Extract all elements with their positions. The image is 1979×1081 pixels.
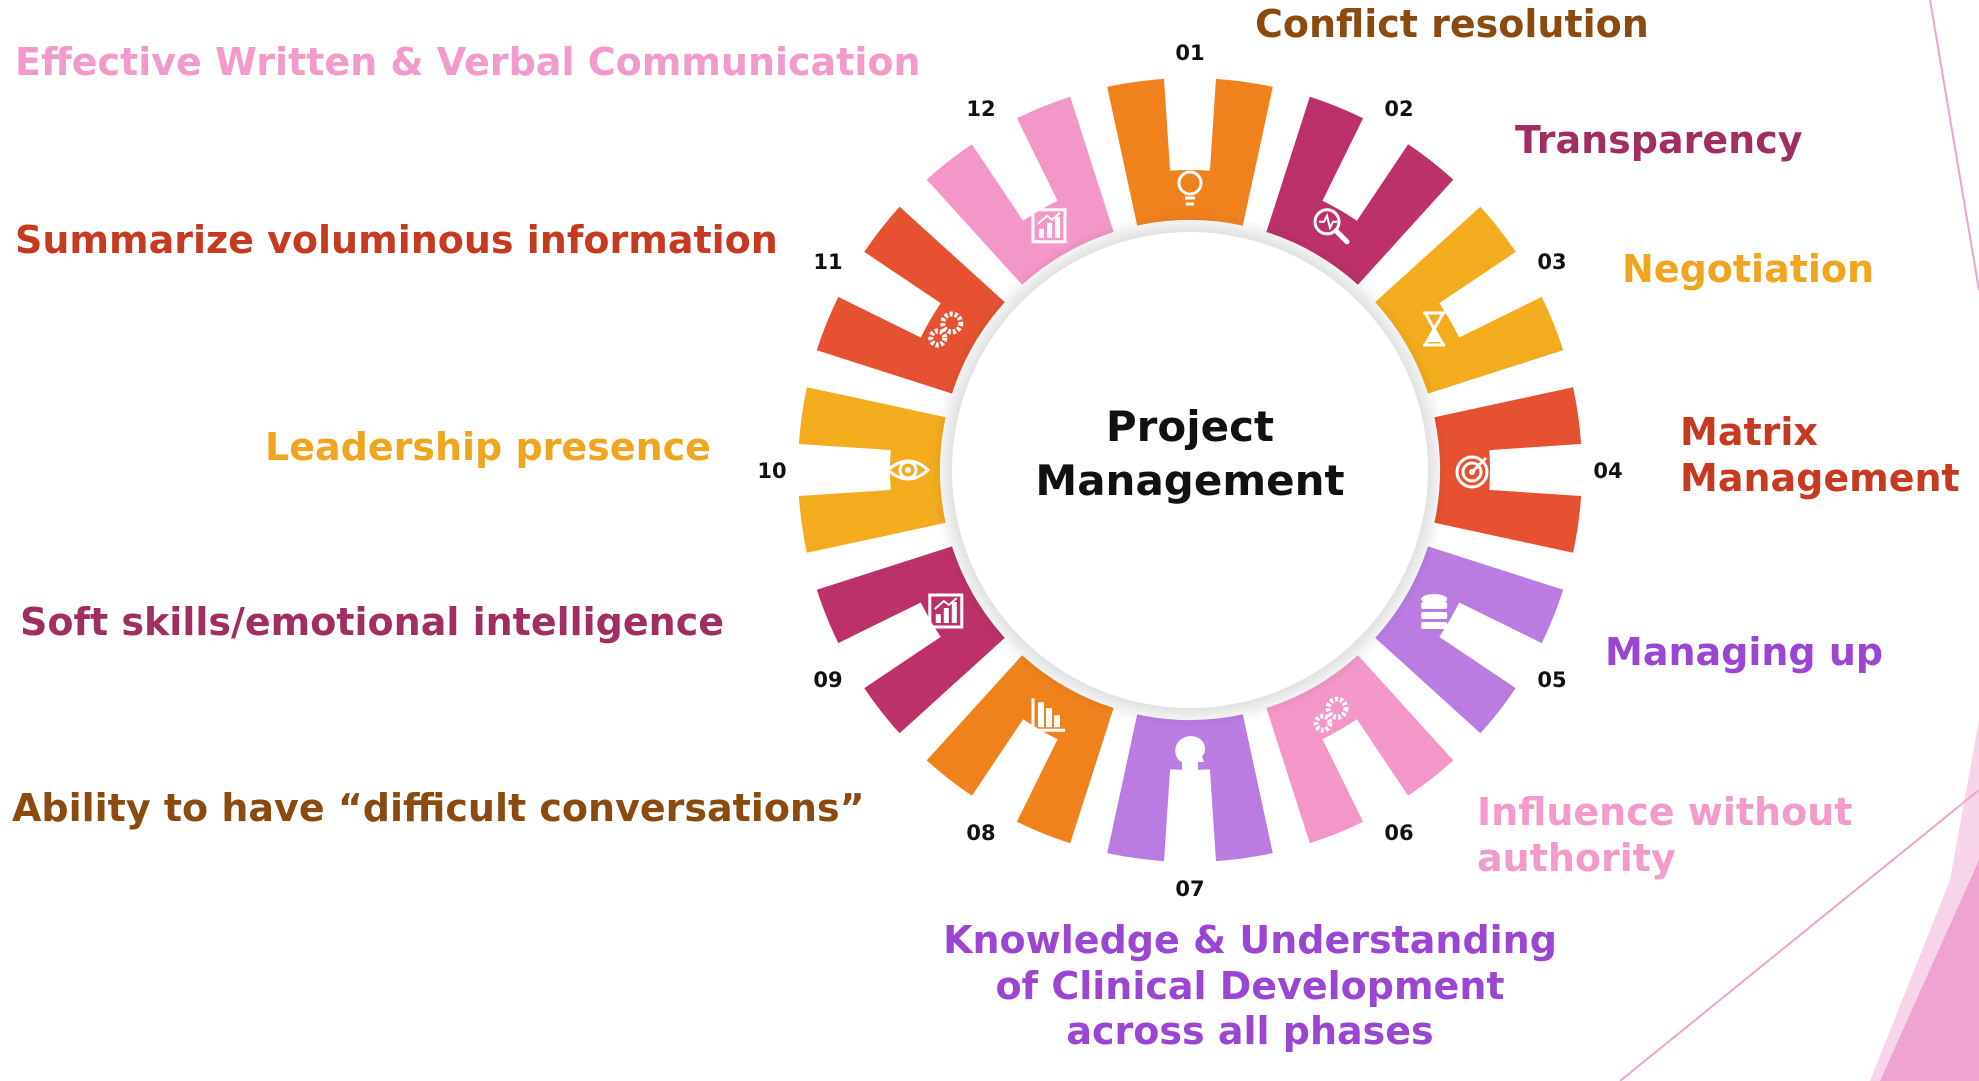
segment-shape <box>1107 78 1273 226</box>
label-line: Effective Written & Verbal Communication <box>15 40 921 84</box>
decor-shape <box>1880 860 1979 1081</box>
label-difficult-conversations: Ability to have “difficult conversations… <box>12 786 865 832</box>
label-line: of Clinical Development <box>995 963 1505 1008</box>
skills-wheel: 01 02 03 04 05 06 07 08 09 10 11 12 <box>757 41 1622 901</box>
segment-shape <box>798 387 946 553</box>
label-line: Managing up <box>1605 630 1884 674</box>
center-title-line2: Management <box>1035 455 1345 505</box>
head-idea-icon <box>1175 736 1206 770</box>
center-disk <box>952 232 1428 708</box>
lightbulb-icon <box>1177 170 1203 206</box>
segment-02: 02 <box>1266 96 1454 285</box>
label-line: Soft skills/emotional intelligence <box>20 600 725 644</box>
segment-number: 03 <box>1537 250 1566 274</box>
segment-number: 08 <box>966 821 995 845</box>
gears-icon <box>928 311 964 348</box>
database-icon <box>1421 594 1448 629</box>
label-leadership-presence: Leadership presence <box>265 425 711 471</box>
decor-line <box>1929 0 1979 291</box>
segment-shape <box>1266 655 1454 844</box>
segment-shape <box>1375 206 1564 394</box>
segment-number: 07 <box>1175 877 1204 901</box>
segment-shape <box>816 546 1005 734</box>
decor-line <box>1619 789 1979 1081</box>
segment-04: 04 <box>1434 387 1623 553</box>
segment-number: 04 <box>1593 459 1622 483</box>
segment-12: 12 <box>926 96 1114 285</box>
bar-chart-up-icon <box>1031 208 1067 244</box>
center-title-line1: Project <box>1105 402 1275 451</box>
bar-chart-up-icon <box>928 593 964 629</box>
target-icon <box>1455 455 1489 489</box>
segment-shape <box>1434 387 1582 553</box>
segment-shape <box>1375 546 1564 734</box>
label-line: Leadership presence <box>265 425 711 469</box>
segment-shape <box>926 655 1114 844</box>
segment-number: 06 <box>1384 821 1413 845</box>
segment-06: 06 <box>1266 655 1454 845</box>
label-line: across all phases <box>1066 1009 1434 1054</box>
label-negotiation: Negotiation <box>1622 247 1874 293</box>
search-analytics-icon <box>1313 208 1350 245</box>
segment-number: 11 <box>813 250 842 274</box>
label-line: Transparency <box>1515 118 1803 162</box>
segment-01: 01 <box>1107 41 1273 226</box>
segment-number: 09 <box>813 668 842 692</box>
segment-07: 07 <box>1107 714 1273 901</box>
label-line: authority <box>1477 835 1676 880</box>
label-line: Influence without <box>1477 790 1853 834</box>
segment-number: 05 <box>1537 668 1566 692</box>
segment-shape <box>926 96 1114 285</box>
segment-shape <box>1107 714 1273 862</box>
segment-05: 05 <box>1375 546 1567 734</box>
segment-03: 03 <box>1375 206 1567 394</box>
gears-icon <box>1313 696 1349 733</box>
eye-icon <box>885 459 931 481</box>
label-transparency: Transparency <box>1515 118 1803 164</box>
label-line: Conflict resolution <box>1255 2 1649 46</box>
hourglass-icon <box>1423 311 1446 347</box>
corner-decoration <box>1619 0 1979 1081</box>
label-line: Ability to have “difficult conversations… <box>12 786 865 830</box>
label-line: Summarize voluminous information <box>15 218 778 262</box>
segment-number: 02 <box>1384 97 1413 121</box>
segment-shape <box>816 206 1005 394</box>
segment-09: 09 <box>813 546 1005 734</box>
label-line: Matrix <box>1680 410 1818 454</box>
segment-10: 10 <box>757 387 946 553</box>
segment-number: 12 <box>966 97 995 121</box>
label-line: Knowledge & Understanding <box>943 918 1557 962</box>
label-line: Negotiation <box>1622 247 1875 291</box>
label-managing-up: Managing up <box>1605 630 1883 676</box>
label-effective-communication: Effective Written & Verbal Communication <box>15 40 921 86</box>
segment-11: 11 <box>813 206 1005 394</box>
label-soft-skills: Soft skills/emotional intelligence <box>20 600 724 646</box>
segment-number: 10 <box>757 459 786 483</box>
segment-shape <box>1266 96 1454 285</box>
label-line: Management <box>1680 455 1960 500</box>
center-title: Project Management <box>940 400 1440 508</box>
label-conflict-resolution: Conflict resolution <box>1255 2 1649 48</box>
label-summarize-information: Summarize voluminous information <box>15 218 778 264</box>
segment-08: 08 <box>926 655 1114 845</box>
bar-chart-down-icon <box>1031 698 1065 732</box>
segment-number: 01 <box>1175 41 1204 65</box>
